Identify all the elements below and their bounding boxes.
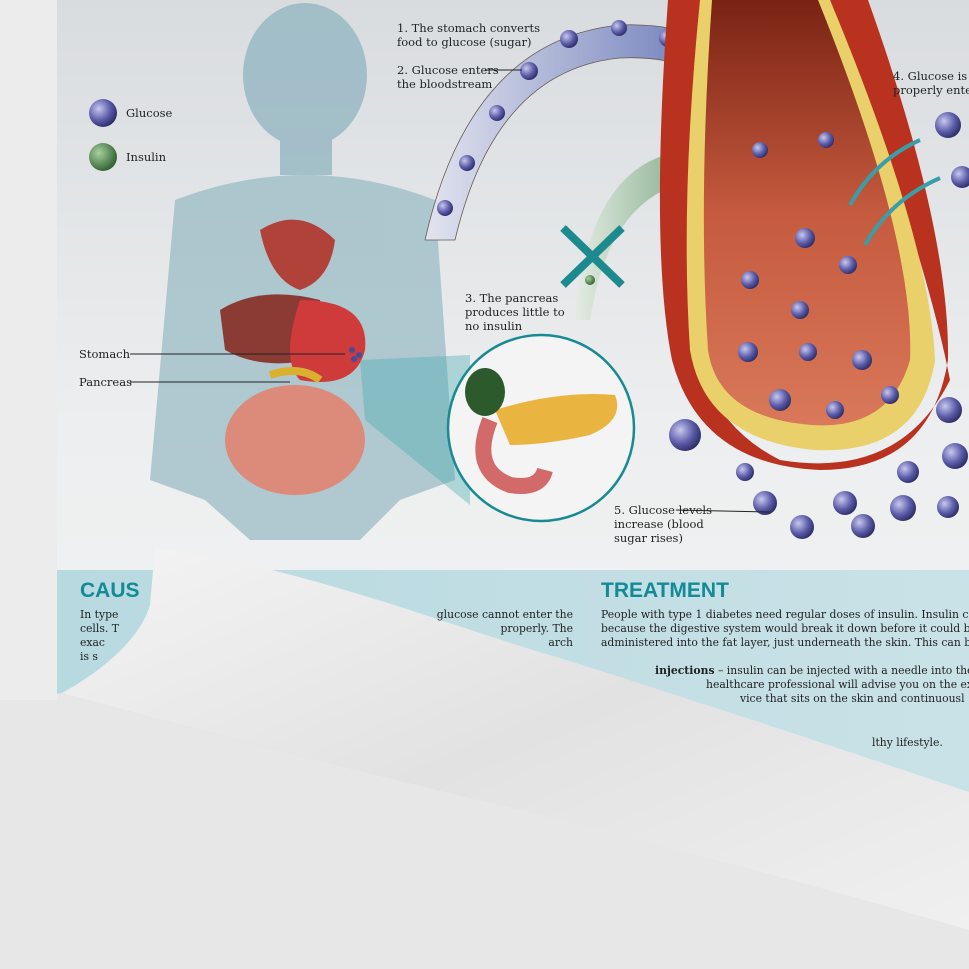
step3-label-line3: no insulin bbox=[465, 319, 523, 333]
step5-label-line2: increase (blood bbox=[614, 517, 704, 531]
svg-text:glucose cannot enter the: glucose cannot enter the bbox=[437, 608, 573, 621]
svg-text:administered into the fat laye: administered into the fat layer, just un… bbox=[601, 636, 969, 649]
organs-illustration bbox=[220, 219, 366, 495]
insulin-legend-label: Insulin bbox=[126, 150, 167, 164]
svg-text:In type: In type bbox=[80, 608, 118, 621]
blood-vessel-illustration bbox=[659, 0, 950, 470]
glucose-molecules-vessel bbox=[738, 132, 899, 419]
svg-text:cells. T: cells. T bbox=[80, 622, 120, 635]
wall-left-edge bbox=[0, 0, 57, 700]
treatment-text: People with type 1 diabetes need regular… bbox=[601, 608, 969, 749]
svg-text:injections – insulin can be in: injections – insulin can be injected wit… bbox=[655, 664, 969, 677]
svg-text:is s: is s bbox=[80, 650, 98, 663]
svg-text:properly. The: properly. The bbox=[500, 622, 573, 635]
step4-label-line2: properly enter bbox=[893, 83, 969, 97]
insulin-molecule bbox=[585, 275, 595, 285]
step3-label-line1: 3. The pancreas bbox=[465, 291, 558, 305]
insulin-flow-arrow bbox=[575, 150, 780, 320]
causes-text: In type cells. T exac is s glucose canno… bbox=[80, 608, 573, 663]
step1-label-line2: food to glucose (sugar) bbox=[397, 35, 532, 49]
treatment-heading: TREATMENT bbox=[601, 579, 729, 602]
svg-text:healthcare professional will a: healthcare professional will advise you … bbox=[706, 678, 969, 691]
causes-heading: CAUS bbox=[80, 579, 140, 602]
step2-label-line2: the bloodstream bbox=[397, 77, 492, 91]
pancreas-illustration bbox=[465, 368, 618, 494]
callout-beam bbox=[360, 355, 470, 505]
step2-label-line1: 2. Glucose enters bbox=[397, 63, 499, 77]
svg-text:lthy lifestyle.: lthy lifestyle. bbox=[872, 736, 943, 749]
page-curl bbox=[62, 548, 969, 930]
curl-shadow-area bbox=[0, 693, 969, 969]
step3-label-line2: produces little to bbox=[465, 305, 565, 319]
step5-label-line1: 5. Glucose levels bbox=[614, 503, 712, 517]
glucose-molecules-outside bbox=[669, 112, 969, 539]
svg-text:because the digestive system w: because the digestive system would break… bbox=[601, 622, 969, 635]
step5-label-line3: sugar rises) bbox=[614, 531, 683, 545]
insulin-legend-icon bbox=[89, 143, 117, 171]
stomach-label: Stomach bbox=[79, 347, 131, 361]
glucose-legend-label: Glucose bbox=[126, 106, 173, 120]
svg-text:arch: arch bbox=[548, 636, 573, 649]
step4-label-line1: 4. Glucose is un bbox=[893, 69, 969, 83]
svg-text:exac: exac bbox=[80, 636, 105, 649]
step5-pointer bbox=[675, 509, 771, 513]
glucose-in-stomach bbox=[349, 347, 362, 362]
step1-label-line1: 1. The stomach converts bbox=[397, 21, 540, 35]
legend: Glucose Insulin bbox=[89, 99, 173, 171]
teal-arrows-icon bbox=[848, 138, 941, 246]
glucose-legend-icon bbox=[89, 99, 117, 127]
pancreas-label: Pancreas bbox=[79, 375, 132, 389]
blocked-x-icon bbox=[560, 225, 625, 288]
svg-text:People with type 1 diabetes ne: People with type 1 diabetes need regular… bbox=[601, 608, 969, 621]
svg-text:vice that sits on the skin and: vice that sits on the skin and continuou… bbox=[739, 692, 965, 705]
